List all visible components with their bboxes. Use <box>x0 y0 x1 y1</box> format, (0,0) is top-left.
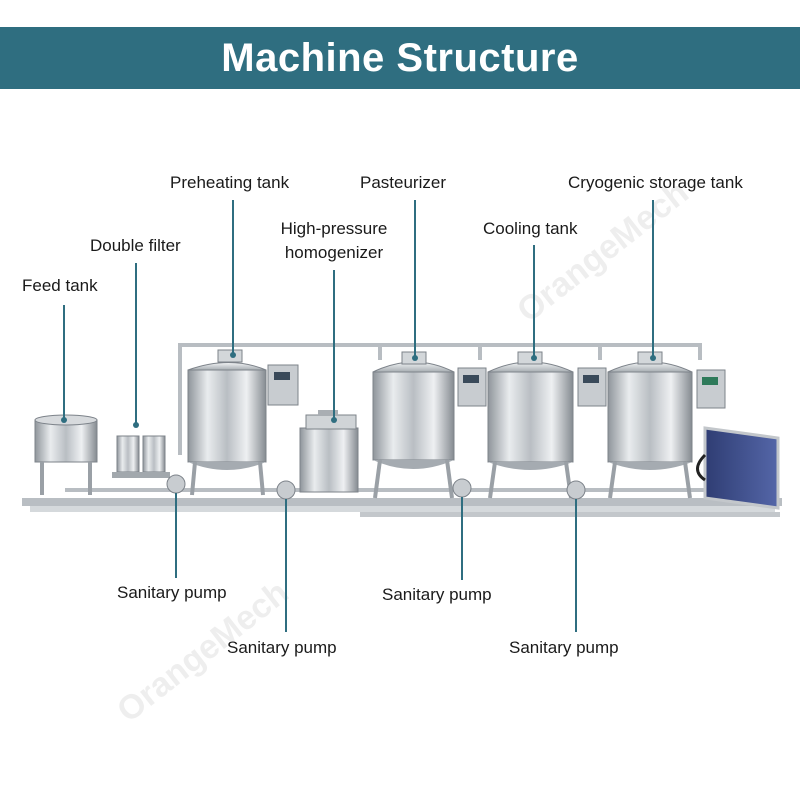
leader-lines <box>63 200 654 632</box>
condensing-unit <box>696 426 780 510</box>
homogenizer <box>299 410 359 493</box>
cooling-tank <box>487 351 607 499</box>
label-sanitary-pump-3: Sanitary pump <box>382 585 492 604</box>
leader-dots <box>61 352 656 428</box>
label-sanitary-pump-2: Sanitary pump <box>227 638 337 657</box>
pasteurizer <box>372 351 487 499</box>
label-homogenizer: High-pressure homogenizer <box>280 219 388 262</box>
label-sanitary-pump-4: Sanitary pump <box>509 638 619 657</box>
label-preheating-tank: Preheating tank <box>170 173 290 192</box>
label-feed-tank: Feed tank <box>22 276 98 295</box>
feed-tank <box>34 414 98 495</box>
label-pasteurizer: Pasteurizer <box>360 173 446 192</box>
label-cryogenic-storage-tank: Cryogenic storage tank <box>568 173 743 192</box>
label-sanitary-pump-1: Sanitary pump <box>117 583 227 602</box>
page-title: Machine Structure <box>221 36 579 80</box>
double-filter <box>112 435 170 478</box>
base-frame <box>22 498 782 517</box>
sanitary-pumps <box>166 474 586 500</box>
label-cooling-tank: Cooling tank <box>483 219 578 238</box>
header-banner: Machine Structure <box>0 27 800 89</box>
cryogenic-storage-tank <box>607 351 726 499</box>
label-double-filter: Double filter <box>90 236 181 255</box>
preheating-tank <box>187 349 299 496</box>
